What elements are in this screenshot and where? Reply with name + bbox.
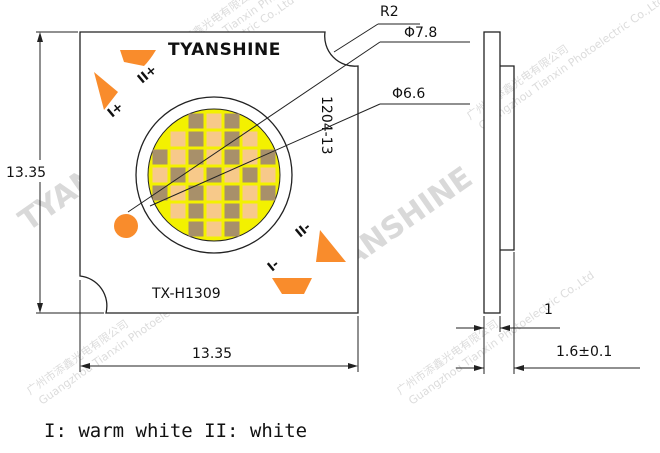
white-chip — [242, 167, 258, 183]
height-label-bg — [2, 160, 62, 182]
warm-white-chip — [206, 131, 222, 147]
legend-text: I: warm white II: white — [44, 420, 308, 442]
warm-white-chip — [242, 203, 258, 219]
height-label: 13.35 — [6, 165, 46, 181]
pad-marker-bottom-right — [316, 230, 346, 262]
white-chip — [224, 149, 240, 165]
brand-label: TYANSHINE — [168, 40, 281, 60]
warm-white-chip — [206, 185, 222, 201]
white-chip — [224, 203, 240, 219]
pad-label-ii-minus: II- — [293, 220, 314, 241]
side-dimensions — [456, 252, 640, 374]
warm-white-chip — [170, 131, 186, 147]
polarity-dot — [114, 214, 138, 238]
code-label: 1204-13 — [318, 96, 334, 155]
warm-white-chip — [242, 131, 258, 147]
model-label: TX-H1309 — [151, 286, 221, 302]
white-chip — [188, 131, 204, 147]
white-chip — [260, 149, 276, 165]
white-chip — [152, 149, 168, 165]
white-chip — [152, 185, 168, 201]
watermark-company-en-5: Guangzhou Tianxin Photoelectric Co.,Ltd — [406, 269, 596, 408]
width-dimension — [79, 280, 359, 372]
warm-white-chip — [170, 203, 186, 219]
white-chip — [188, 113, 204, 129]
pad-marker-top-left — [94, 72, 118, 110]
warm-white-chip — [188, 167, 204, 183]
white-chip — [224, 113, 240, 129]
warm-white-chip — [170, 185, 186, 201]
white-chip — [170, 167, 186, 183]
warm-white-chip — [152, 167, 168, 183]
white-chip — [188, 185, 204, 201]
white-chip — [224, 221, 240, 237]
leader-lines — [127, 23, 470, 213]
outer-diameter-label: Φ7.8 — [404, 25, 437, 41]
white-chip — [188, 203, 204, 219]
pad-marker-top-center — [120, 50, 156, 66]
warm-white-chip — [170, 149, 186, 165]
edge-label: 1 — [544, 302, 553, 318]
white-chip — [188, 221, 204, 237]
white-chip — [224, 185, 240, 201]
radius-label: R2 — [380, 4, 399, 20]
white-chip — [188, 149, 204, 165]
warm-white-chip — [242, 149, 258, 165]
width-label: 13.35 — [192, 346, 232, 362]
white-chip — [224, 131, 240, 147]
warm-white-chip — [206, 203, 222, 219]
warm-white-chip — [206, 221, 222, 237]
white-chip — [260, 185, 276, 201]
side-view — [483, 31, 515, 314]
thickness-label: 1.6±0.1 — [556, 344, 612, 360]
pad-marker-bottom-center — [272, 278, 312, 294]
warm-white-chip — [260, 167, 276, 183]
inner-diameter-label: Φ6.6 — [392, 86, 425, 102]
warm-white-chip — [242, 185, 258, 201]
led-chip-array — [152, 113, 276, 237]
warm-white-chip — [206, 149, 222, 165]
warm-white-chip — [206, 113, 222, 129]
